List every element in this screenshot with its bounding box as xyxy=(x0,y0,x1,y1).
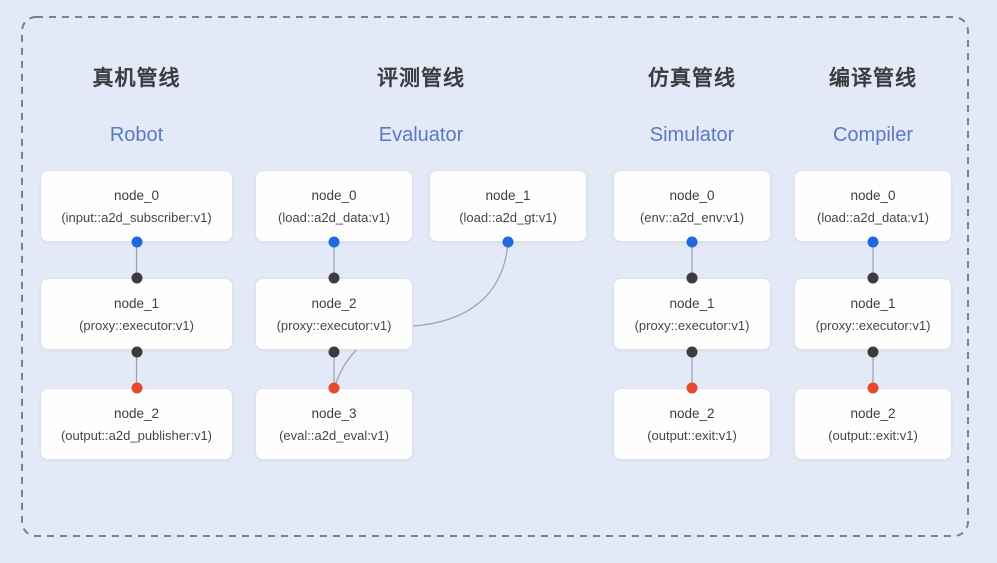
node-name: node_0 xyxy=(311,187,357,203)
node-evaluator-0: node_0 (load::a2d_data:v1) xyxy=(255,170,413,242)
pipeline-title-simulator-en: Simulator xyxy=(649,124,735,146)
node-robot-0: node_0 (input::a2d_subscriber:v1) xyxy=(40,170,233,242)
node-evaluator-3: node_3 (eval::a2d_eval:v1) xyxy=(255,388,413,460)
pipeline-title-compiler-en: Compiler xyxy=(832,124,914,146)
node-type: (proxy::executor:v1) xyxy=(815,317,931,333)
node-type: (proxy::executor:v1) xyxy=(634,317,750,333)
node-simulator-2: node_2 (output::exit:v1) xyxy=(613,388,771,460)
wire-evaluator-1-3-curve xyxy=(334,241,509,387)
port-dot-dark xyxy=(867,272,879,284)
pipeline-title-robot-zh: 真机管线 xyxy=(92,67,181,90)
node-name: node_1 xyxy=(850,295,896,311)
node-name: node_2 xyxy=(113,405,160,421)
port-dot-blue xyxy=(131,236,142,248)
port-dot-dark xyxy=(686,272,698,284)
node-name: node_0 xyxy=(113,187,160,203)
node-type: (load::a2d_data:v1) xyxy=(816,209,930,225)
pipeline-title-robot-en: Robot xyxy=(109,124,164,146)
pipeline-title-simulator-zh: 仿真管线 xyxy=(648,67,736,90)
port-dot-dark xyxy=(131,272,142,284)
node-type: (eval::a2d_eval:v1) xyxy=(279,427,389,443)
port-dot-dark xyxy=(131,346,142,358)
port-dot-red xyxy=(686,382,698,394)
node-type: (load::a2d_data:v1) xyxy=(277,209,391,225)
port-dot-red xyxy=(867,382,879,394)
node-robot-2: node_2 (output::a2d_publisher:v1) xyxy=(40,388,233,460)
node-type: (proxy::executor:v1) xyxy=(276,317,392,333)
pipeline-title-compiler-zh: 编译管线 xyxy=(829,67,917,90)
node-name: node_0 xyxy=(669,187,715,203)
node-compiler-0: node_0 (load::a2d_data:v1) xyxy=(794,170,952,242)
dashed-border xyxy=(21,16,969,537)
node-name: node_2 xyxy=(669,405,715,421)
node-name: node_0 xyxy=(850,187,896,203)
node-type: (output::a2d_publisher:v1) xyxy=(60,427,213,443)
port-dot-blue xyxy=(686,236,698,248)
node-name: node_1 xyxy=(113,295,160,311)
port-dot-red xyxy=(328,382,340,394)
node-type: (env::a2d_env:v1) xyxy=(639,209,745,225)
port-dot-blue xyxy=(502,236,514,248)
pipeline-title-evaluator-en: Evaluator xyxy=(378,124,464,146)
node-compiler-1: node_1 (proxy::executor:v1) xyxy=(794,278,952,350)
node-name: node_2 xyxy=(850,405,896,421)
node-type: (proxy::executor:v1) xyxy=(79,317,194,333)
port-dot-blue xyxy=(328,236,340,248)
node-type: (output::exit:v1) xyxy=(647,427,737,443)
node-name: node_3 xyxy=(311,405,357,421)
port-dot-red xyxy=(131,382,142,394)
node-evaluator-1: node_1 (load::a2d_gt:v1) xyxy=(429,170,587,242)
node-type: (input::a2d_subscriber:v1) xyxy=(61,209,212,225)
node-type: (output::exit:v1) xyxy=(828,427,918,443)
node-simulator-1: node_1 (proxy::executor:v1) xyxy=(613,278,771,350)
port-dot-blue xyxy=(867,236,879,248)
port-dot-dark xyxy=(328,272,340,284)
node-name: node_2 xyxy=(311,295,357,311)
node-evaluator-2: node_2 (proxy::executor:v1) xyxy=(255,278,413,350)
port-dot-dark xyxy=(686,346,698,358)
node-name: node_1 xyxy=(485,187,531,203)
node-name: node_1 xyxy=(669,295,715,311)
node-type: (load::a2d_gt:v1) xyxy=(459,209,557,225)
port-dot-dark xyxy=(867,346,879,358)
node-compiler-2: node_2 (output::exit:v1) xyxy=(794,388,952,460)
node-robot-1: node_1 (proxy::executor:v1) xyxy=(40,278,233,350)
node-simulator-0: node_0 (env::a2d_env:v1) xyxy=(613,170,771,242)
pipeline-title-evaluator-zh: 评测管线 xyxy=(377,67,465,90)
port-dot-dark xyxy=(328,346,340,358)
